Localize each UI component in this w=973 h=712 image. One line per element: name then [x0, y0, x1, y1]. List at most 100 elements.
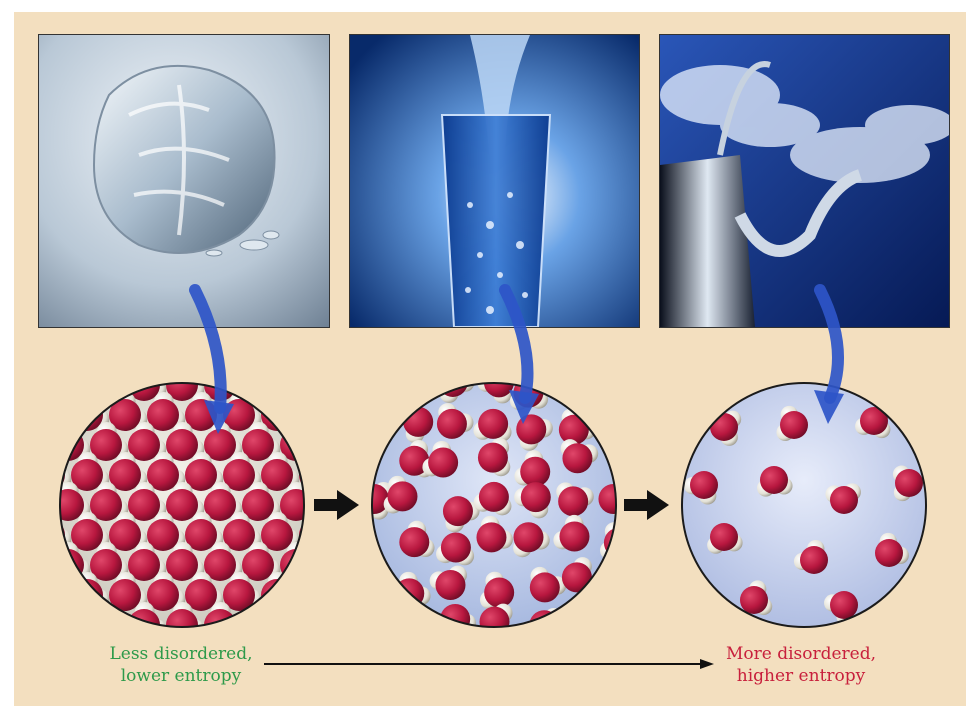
water-molecule — [14, 482, 52, 521]
water-molecule — [640, 648, 677, 684]
water-molecule — [280, 602, 318, 641]
water-molecule — [337, 632, 375, 671]
water-molecule — [603, 366, 641, 398]
water-molecule — [280, 362, 318, 401]
water-molecule — [564, 643, 600, 680]
water-molecule — [0, 512, 33, 551]
water-molecule — [430, 644, 462, 682]
water-molecule — [0, 542, 14, 581]
water-molecule — [375, 632, 413, 671]
lower-entropy-line2: lower entropy — [86, 665, 276, 687]
water-molecule — [299, 512, 337, 551]
water-molecule — [521, 643, 556, 680]
water-molecule — [0, 572, 33, 611]
water-molecule — [594, 614, 631, 649]
more-disordered-line1: More disordered, — [706, 643, 896, 665]
water-molecule — [318, 542, 356, 581]
water-molecule — [0, 422, 14, 461]
water-molecule — [433, 323, 471, 356]
water-molecule — [385, 641, 418, 679]
water-molecule — [310, 644, 347, 680]
water-molecule — [299, 332, 337, 371]
water-molecule — [52, 602, 90, 641]
water-molecule — [342, 443, 379, 478]
water-molecule — [346, 325, 378, 363]
water-molecule — [0, 452, 33, 491]
water-molecule — [476, 641, 511, 678]
water-molecule — [0, 362, 14, 401]
water-molecule — [33, 332, 71, 371]
water-molecule — [298, 530, 334, 567]
less-disordered-line1: Less disordered, — [86, 643, 276, 665]
water-molecule — [299, 452, 337, 491]
water-molecule — [564, 330, 600, 365]
water-molecule — [345, 407, 382, 443]
water-molecule — [311, 331, 347, 368]
water-molecule — [71, 332, 109, 371]
water-molecule — [52, 362, 90, 401]
water-molecule — [0, 392, 33, 431]
water-molecule — [318, 422, 356, 461]
water-molecule — [347, 572, 383, 607]
water-molecule — [635, 449, 672, 484]
water-molecule — [318, 602, 356, 641]
water-molecule — [0, 332, 33, 371]
water-molecule — [33, 392, 71, 431]
higher-entropy-line2: higher entropy — [706, 665, 896, 687]
water-molecule — [356, 362, 394, 401]
water-molecule — [14, 602, 52, 641]
water-molecule — [356, 366, 392, 402]
water-molecule — [337, 512, 375, 551]
water-molecule — [647, 407, 682, 444]
water-molecule — [648, 612, 684, 649]
water-molecule — [337, 392, 375, 431]
water-molecule — [597, 333, 630, 371]
water-molecule — [612, 443, 645, 481]
water-molecule — [337, 452, 375, 491]
water-molecule — [337, 572, 375, 611]
water-molecule — [299, 572, 337, 611]
water-molecule — [0, 602, 14, 641]
more-disordered-label: More disordered, higher entropy — [706, 643, 896, 687]
water-molecule — [340, 533, 374, 570]
water-molecule — [301, 363, 335, 400]
water-molecule — [341, 605, 375, 643]
water-molecule — [109, 332, 147, 371]
water-molecule — [90, 362, 128, 401]
water-molecule — [640, 323, 674, 360]
water-molecule — [480, 318, 512, 356]
water-molecule — [649, 531, 685, 567]
water-molecule — [305, 614, 343, 647]
water-molecule — [0, 482, 14, 521]
water-molecule — [261, 332, 299, 371]
water-molecule — [242, 362, 280, 401]
water-molecule — [147, 332, 185, 371]
water-molecule — [647, 363, 685, 396]
water-molecule — [0, 632, 33, 671]
water-molecule — [567, 369, 605, 402]
water-molecule — [33, 572, 71, 611]
water-molecule — [404, 613, 441, 649]
water-molecule — [310, 401, 344, 438]
water-molecule — [14, 362, 52, 401]
water-molecule — [600, 646, 634, 684]
water-molecule — [223, 332, 261, 371]
water-molecule — [375, 332, 413, 371]
water-molecule — [14, 422, 52, 461]
water-molecule — [298, 571, 335, 607]
water-molecule — [613, 411, 650, 447]
water-molecule — [299, 392, 337, 431]
water-molecule — [261, 392, 299, 431]
less-disordered-label: Less disordered, lower entropy — [86, 643, 276, 687]
gas-molecules-circle — [680, 383, 926, 627]
water-molecule — [382, 330, 418, 367]
water-molecule — [33, 632, 71, 671]
water-molecule — [14, 542, 52, 581]
transition-arrow — [624, 490, 669, 520]
water-molecule — [318, 362, 356, 401]
water-molecule — [356, 602, 394, 641]
water-molecule — [650, 571, 682, 609]
water-molecule — [299, 632, 337, 671]
